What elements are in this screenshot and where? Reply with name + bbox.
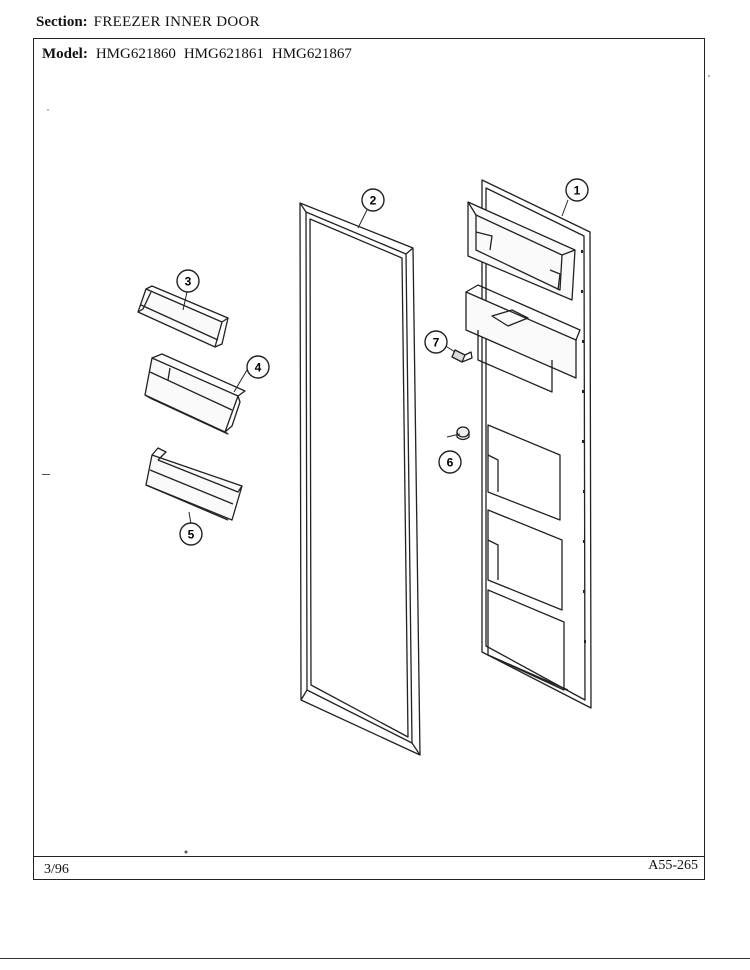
callout-7: 7 (424, 330, 448, 354)
door-gasket (299, 202, 421, 756)
door-bin-small (137, 285, 229, 348)
callout-2-label: 2 (370, 194, 377, 208)
door-bin-medium (145, 447, 243, 521)
model-number-2: HMG621861 (183, 46, 264, 62)
section-label: Section: (36, 14, 88, 30)
model-line: Model: HMG621860 HMG621861 HMG621867 (42, 46, 352, 63)
callout-4: 4 (246, 355, 270, 379)
callout-4-label: 4 (255, 361, 262, 375)
callout-5-label: 5 (188, 528, 195, 542)
model-number-1: HMG621860 (95, 46, 176, 62)
model-number-3: HMG621867 (271, 46, 352, 62)
callout-6-label: 6 (447, 456, 454, 470)
footer-rule (33, 856, 705, 857)
callout-1: 1 (565, 178, 589, 202)
callout-3-label: 3 (185, 275, 192, 289)
section-value: FREEZER INNER DOOR (93, 14, 260, 30)
callout-3: 3 (176, 269, 200, 293)
page-bottom-rule (0, 958, 750, 959)
footer-date: 3/96 (44, 862, 69, 877)
callout-1-label: 1 (574, 184, 581, 198)
inner-door-liner (465, 179, 592, 709)
plug-button (456, 426, 470, 441)
callout-2: 2 (361, 188, 385, 212)
callout-6: 6 (438, 450, 462, 474)
footer-code: A55-265 (648, 858, 698, 873)
section-title: Section: FREEZER INNER DOOR (36, 14, 260, 31)
diagram-frame (33, 38, 705, 880)
door-bin-deep (144, 353, 246, 435)
callout-7-label: 7 (433, 336, 440, 350)
model-label: Model: (42, 46, 88, 62)
screw (451, 349, 473, 363)
callout-5: 5 (179, 522, 203, 546)
